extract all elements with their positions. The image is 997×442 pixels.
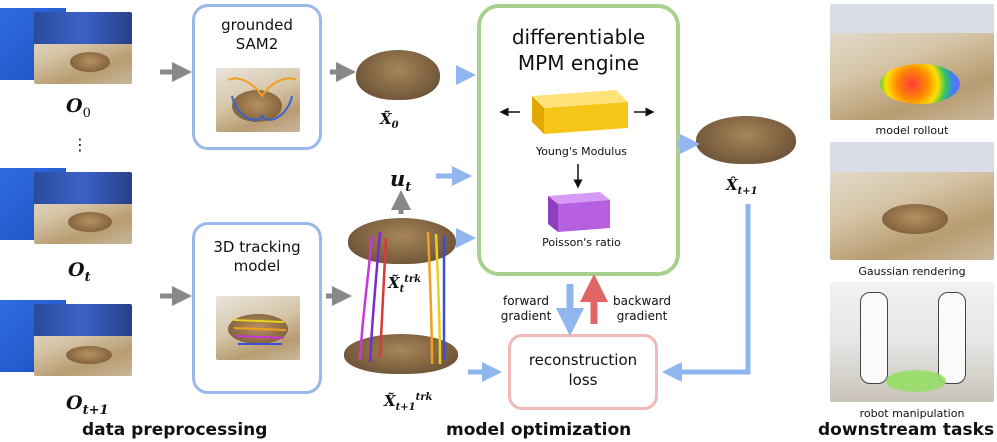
xt1-trk-label: X̃t+1trk — [384, 392, 433, 413]
mpm-engine-title: differentiable MPM engine — [511, 25, 646, 75]
observation-image-t — [34, 172, 132, 244]
ut-label: ut — [390, 166, 412, 196]
ellipsis: ⋮ — [72, 135, 88, 154]
forward-gradient-label: forward gradient — [500, 294, 552, 323]
tracking-model-title: 3D tracking model — [213, 238, 301, 275]
tracking-thumbnail-lines — [233, 319, 287, 345]
section-data-preprocessing: data preprocessing — [82, 420, 268, 440]
model-rollout-caption: model rollout — [875, 124, 949, 137]
track-line — [378, 237, 388, 359]
poissons-ratio-label: Poisson's ratio — [542, 236, 621, 249]
track-lines — [358, 231, 446, 365]
track-line — [358, 235, 374, 361]
point-cloud-prediction — [696, 116, 796, 164]
track-line — [434, 233, 442, 365]
xt-trk-label: X̃ttrk — [388, 274, 422, 295]
backward-gradient-label: backward gradient — [612, 294, 672, 323]
sam2-mask-outline — [227, 77, 297, 121]
gaussian-rendering-image — [830, 142, 994, 260]
grounded-sam2-title: grounded SAM2 — [221, 16, 293, 53]
obs-label-t1: Ot+1 — [66, 392, 109, 418]
robot-manipulation-image — [830, 282, 994, 402]
obs-label-t: Ot — [68, 259, 91, 285]
obs-label-0: O0 — [66, 95, 91, 121]
poissons-ratio-cube — [548, 192, 610, 232]
section-model-optimization: model optimization — [446, 420, 632, 440]
track-line — [426, 231, 434, 365]
robot-manipulation-caption: robot manipulation — [859, 407, 965, 420]
observation-image-t1 — [34, 304, 132, 376]
gaussian-rendering-caption: Gaussian rendering — [858, 265, 966, 278]
section-downstream-tasks: downstream tasks — [818, 420, 995, 440]
point-cloud-x0 — [356, 50, 440, 100]
reconstruction-loss-title: reconstruction loss — [528, 351, 638, 389]
x0-label: X̃0 — [380, 110, 399, 131]
mpm-engine-box — [477, 4, 680, 276]
reconstruction-loss-box — [508, 334, 658, 410]
youngs-modulus-label: Young's Modulus — [535, 145, 628, 158]
xhat-label: X̂t+1 — [726, 176, 758, 197]
model-rollout-image — [830, 4, 994, 120]
track-line — [368, 231, 382, 363]
youngs-modulus-cube — [532, 90, 628, 134]
arrow-prediction-to-loss — [662, 204, 751, 382]
observation-image-0 — [34, 12, 132, 84]
